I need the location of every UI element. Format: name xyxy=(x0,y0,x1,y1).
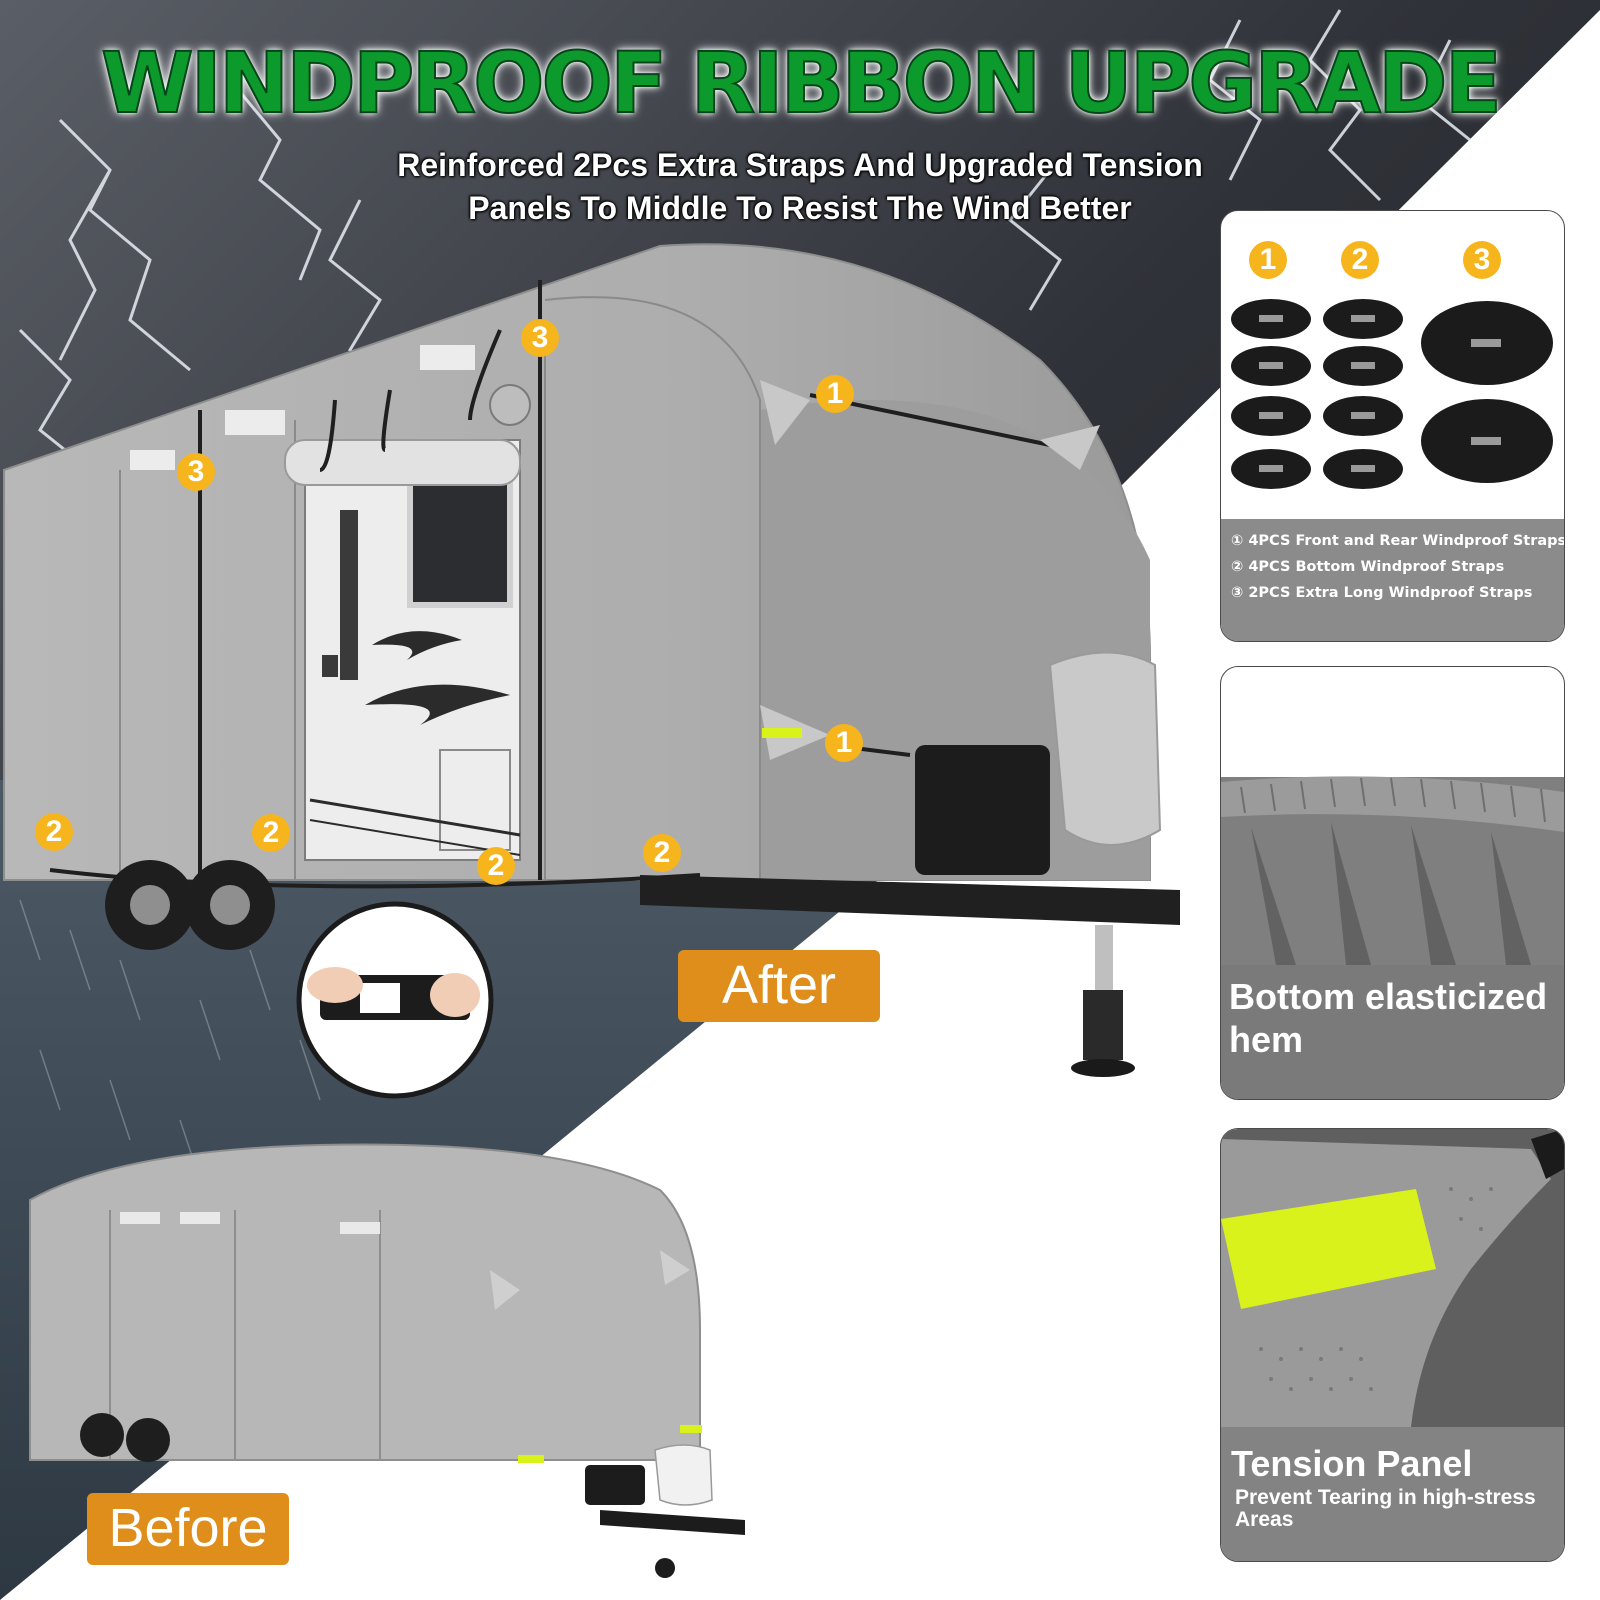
tension-subtitle: Prevent Tearing in high-stress Areas xyxy=(1235,1486,1536,1531)
before-label: Before xyxy=(87,1493,289,1565)
strap-buckles xyxy=(1259,315,1501,472)
subtitle-line-1: Reinforced 2Pcs Extra Straps And Upgrade… xyxy=(397,147,1203,183)
straps-caption-2: ② 4PCS Bottom Windproof Straps xyxy=(1231,559,1505,575)
hem-folds xyxy=(1251,822,1531,965)
callout-badge-1-bottom: 1 xyxy=(825,724,863,762)
hem-caption-box: Bottom elasticized hem xyxy=(1221,965,1564,1099)
lightning-bolts xyxy=(18,9,1471,472)
rv-after-illustration xyxy=(3,243,1180,1077)
subtitle-line-2: Panels To Middle To Resist The Wind Bett… xyxy=(468,190,1132,226)
rv-before-illustration xyxy=(29,1143,745,1578)
straps-illustration xyxy=(1231,299,1553,489)
callout-badge-2-b: 2 xyxy=(252,814,290,852)
callout-badge-1-top: 1 xyxy=(816,375,854,413)
buckle-zoom-inset xyxy=(296,901,494,1099)
headline: WINDPROOF RIBBON UPGRADE xyxy=(100,33,1503,133)
straps-caption-3: ③ 2PCS Extra Long Windproof Straps xyxy=(1231,585,1533,601)
straps-header-3: 3 xyxy=(1463,241,1501,279)
hem-panel: Bottom elasticized hem xyxy=(1220,666,1565,1100)
hem-gathers xyxy=(1240,777,1546,823)
hem-caption: Bottom elasticized hem xyxy=(1229,976,1548,1060)
straps-caption-box: ① 4PCS Front and Rear Windproof Straps ②… xyxy=(1221,519,1564,641)
subtitle: Reinforced 2Pcs Extra Straps And Upgrade… xyxy=(300,144,1300,230)
tension-title: Tension Panel xyxy=(1231,1443,1473,1484)
tension-illustration xyxy=(1221,1129,1564,1427)
callout-badge-3-left: 3 xyxy=(177,453,215,491)
after-label: After xyxy=(678,950,880,1022)
callout-badge-2-a: 2 xyxy=(35,813,73,851)
strap-rolls xyxy=(1231,299,1553,489)
straps-header-1: 1 xyxy=(1249,241,1287,279)
tension-panel: Tension Panel Prevent Tearing in high-st… xyxy=(1220,1128,1565,1562)
callout-badge-2-c: 2 xyxy=(477,847,515,885)
straps-header-2: 2 xyxy=(1341,241,1379,279)
straps-caption-1: ① 4PCS Front and Rear Windproof Straps xyxy=(1231,533,1565,549)
mesh-dots xyxy=(1259,1187,1493,1391)
hem-illustration xyxy=(1221,776,1564,965)
callout-badge-2-d: 2 xyxy=(643,834,681,872)
tension-caption-box: Tension Panel Prevent Tearing in high-st… xyxy=(1221,1427,1564,1561)
callout-badge-3-right: 3 xyxy=(521,319,559,357)
straps-panel: 1 2 3 ① 4PCS Front and Rear Windproof St… xyxy=(1220,210,1565,642)
